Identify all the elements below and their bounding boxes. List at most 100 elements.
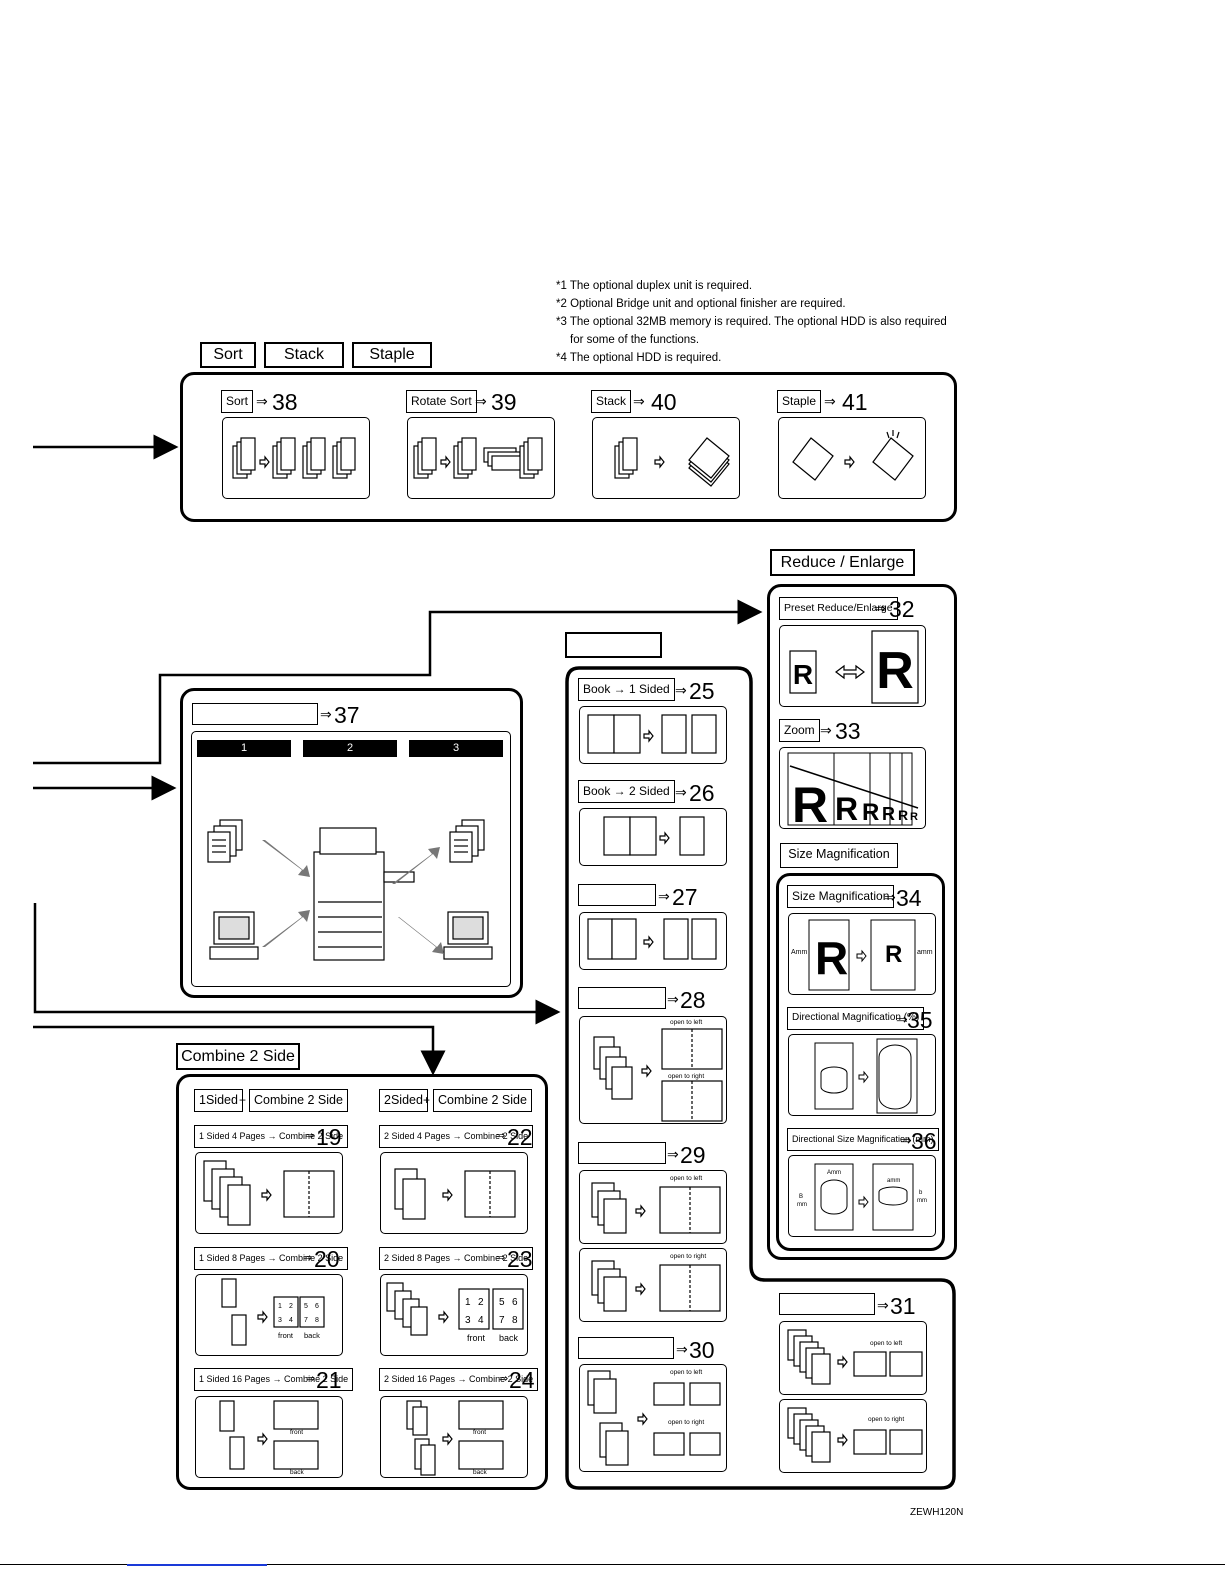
duplex-27-diagram (587, 918, 717, 960)
size-magnification-page-number: 34 (896, 885, 922, 911)
one-sided-8-pages-label[interactable]: 1 Sided 8 Pages → Combine 2 Side (194, 1247, 349, 1270)
duplex-29-left-illustration: open to left (579, 1170, 727, 1244)
front-text: front (473, 1429, 487, 1436)
size-magnification-diagram: R Amm R amm (791, 919, 933, 991)
duplex-29-label[interactable] (578, 1142, 666, 1164)
duplex-27-illustration (579, 912, 727, 970)
front-text: front (278, 1331, 294, 1340)
rotate-sort-label[interactable]: Rotate Sort (406, 390, 477, 413)
tab-stack[interactable]: Stack (264, 342, 344, 368)
open-to-left-text: open to left (670, 1369, 703, 1376)
tab-reduce-enlarge[interactable]: Reduce / Enlarge (770, 549, 915, 576)
svg-text:6: 6 (315, 1303, 319, 1310)
step-3-bar: 3 (409, 740, 503, 757)
staple-label[interactable]: Staple (777, 390, 822, 413)
rotate-sort-illustration (407, 417, 555, 499)
book-2-sided-diagram (603, 816, 705, 856)
one-sided-16-pages-page-number: 21 (316, 1367, 342, 1393)
size-magnification-label[interactable]: Size Magnification (787, 885, 895, 908)
sort-label[interactable]: Sort (221, 390, 254, 413)
svg-text:R: R (898, 807, 908, 823)
directional-size-magnification-label[interactable]: Directional Size Magnification (mm) (787, 1128, 939, 1151)
duplex-28-label[interactable] (578, 987, 666, 1009)
two-sided-16-pages-diagram (406, 1400, 504, 1476)
arrow-icon: ⇒ (658, 888, 670, 904)
svg-text:mm: mm (797, 1202, 807, 1208)
duplex-29-left-diagram (591, 1182, 721, 1234)
svg-text:5: 5 (304, 1303, 308, 1310)
svg-text:1: 1 (278, 1303, 282, 1310)
arrow-icon: ⇒ (256, 393, 268, 409)
back-text: back (499, 1333, 519, 1343)
tab-size-magnification[interactable]: Size Magnification (780, 843, 898, 868)
duplex-31-label[interactable] (779, 1293, 875, 1315)
stack-illustration (592, 417, 740, 499)
back-text: back (304, 1331, 320, 1340)
open-to-right-text: open to right (868, 1416, 905, 1423)
bottom-link-underline[interactable] (127, 1564, 267, 1566)
one-sided-16-pages-label[interactable]: 1 Sided 16 Pages → Combine 2 Side (194, 1368, 354, 1391)
combine-2-side-tag[interactable]: Combine 2 Side (249, 1089, 348, 1112)
directional-magnification-illustration (788, 1034, 936, 1116)
one-sided-4-pages-diagram (203, 1160, 335, 1226)
preset-page-number: 32 (889, 596, 915, 622)
arrow-icon: ⇒ (824, 393, 836, 409)
duplex-27-label[interactable] (578, 884, 656, 906)
rotate-sort-page-number: 39 (491, 389, 517, 415)
directional-magnification-label[interactable]: Directional Magnification (%) (787, 1007, 925, 1030)
svg-text:R: R (882, 804, 895, 824)
two-sided-tag[interactable]: 2Sided (379, 1089, 428, 1112)
duplex-30-page-number: 30 (689, 1337, 715, 1363)
tab-sort[interactable]: Sort (200, 342, 256, 368)
svg-text:4: 4 (478, 1315, 484, 1326)
one-sided-4-pages-label[interactable]: 1 Sided 4 Pages → Combine 2 Side (194, 1125, 349, 1148)
zoom-label[interactable]: Zoom (779, 719, 820, 742)
book-1-sided-diagram (587, 714, 717, 754)
duplex-29-right-illustration: open to right (579, 1248, 727, 1322)
two-sided-4-pages-label[interactable]: 2 Sided 4 Pages → Combine 2 Side (379, 1125, 534, 1148)
svg-text:mm: mm (917, 1198, 927, 1204)
step-1-bar: 1 (197, 740, 291, 757)
combine-2-side-tag[interactable]: Combine 2 Side (433, 1089, 532, 1112)
svg-text:Amm: Amm (827, 1170, 841, 1176)
book-2-sided-label[interactable]: Book → 2 Sided (578, 780, 675, 803)
tab-staple[interactable]: Staple (352, 342, 432, 368)
book-1-sided-page-number: 25 (689, 678, 715, 704)
preset-reduce-enlarge-label[interactable]: Preset Reduce/Enlarge (779, 597, 898, 620)
directional-magnification-diagram (814, 1038, 918, 1114)
staple-diagram (792, 430, 914, 481)
duplex-28-illustration: open to left open to right (579, 1016, 727, 1124)
arrow-icon: ⇒ (667, 991, 679, 1007)
svg-text:R: R (862, 799, 879, 826)
tab-duplex[interactable] (565, 632, 662, 658)
overview-illustration: 1 2 3 (191, 731, 511, 987)
one-sided-tag[interactable]: 1Sided (194, 1089, 243, 1112)
one-sided-4-pages-page-number: 19 (316, 1124, 342, 1150)
arrow-icon: ⇒ (667, 1146, 679, 1162)
stack-label[interactable]: Stack (591, 390, 632, 413)
duplex-29-page-number: 29 (680, 1142, 706, 1168)
arrow-icon: ⇒ (877, 1297, 889, 1313)
figure-code: ZEWH120N (910, 1507, 964, 1518)
one-sided-8-pages-page-number: 20 (314, 1246, 340, 1272)
arrow-icon: ⇒ (874, 600, 886, 616)
rotate-sort-diagram (413, 437, 543, 479)
overview-page-number: 37 (334, 702, 360, 728)
overview-label[interactable] (192, 703, 318, 725)
book-1-sided-label[interactable]: Book → 1 Sided (578, 678, 675, 701)
duplex-30-label[interactable] (578, 1337, 674, 1359)
svg-text:2: 2 (478, 1297, 484, 1308)
tab-combine-2-side[interactable]: Combine 2 Side (176, 1043, 300, 1070)
sort-page-number: 38 (272, 389, 298, 415)
svg-text:2: 2 (289, 1303, 293, 1310)
plus-sign: + (239, 1093, 247, 1107)
svg-text:8: 8 (512, 1315, 518, 1326)
arrow-icon: ⇒ (676, 1341, 688, 1357)
preset-illustration: R R (779, 625, 926, 707)
two-sided-8-pages-label[interactable]: 2 Sided 8 Pages → Combine 2 Side (379, 1247, 534, 1270)
open-to-left-text: open to left (670, 1175, 703, 1182)
svg-text:7: 7 (304, 1317, 308, 1324)
two-sided-16-pages-label[interactable]: 2 Sided 16 Pages → Combine 2 Side (379, 1368, 539, 1391)
